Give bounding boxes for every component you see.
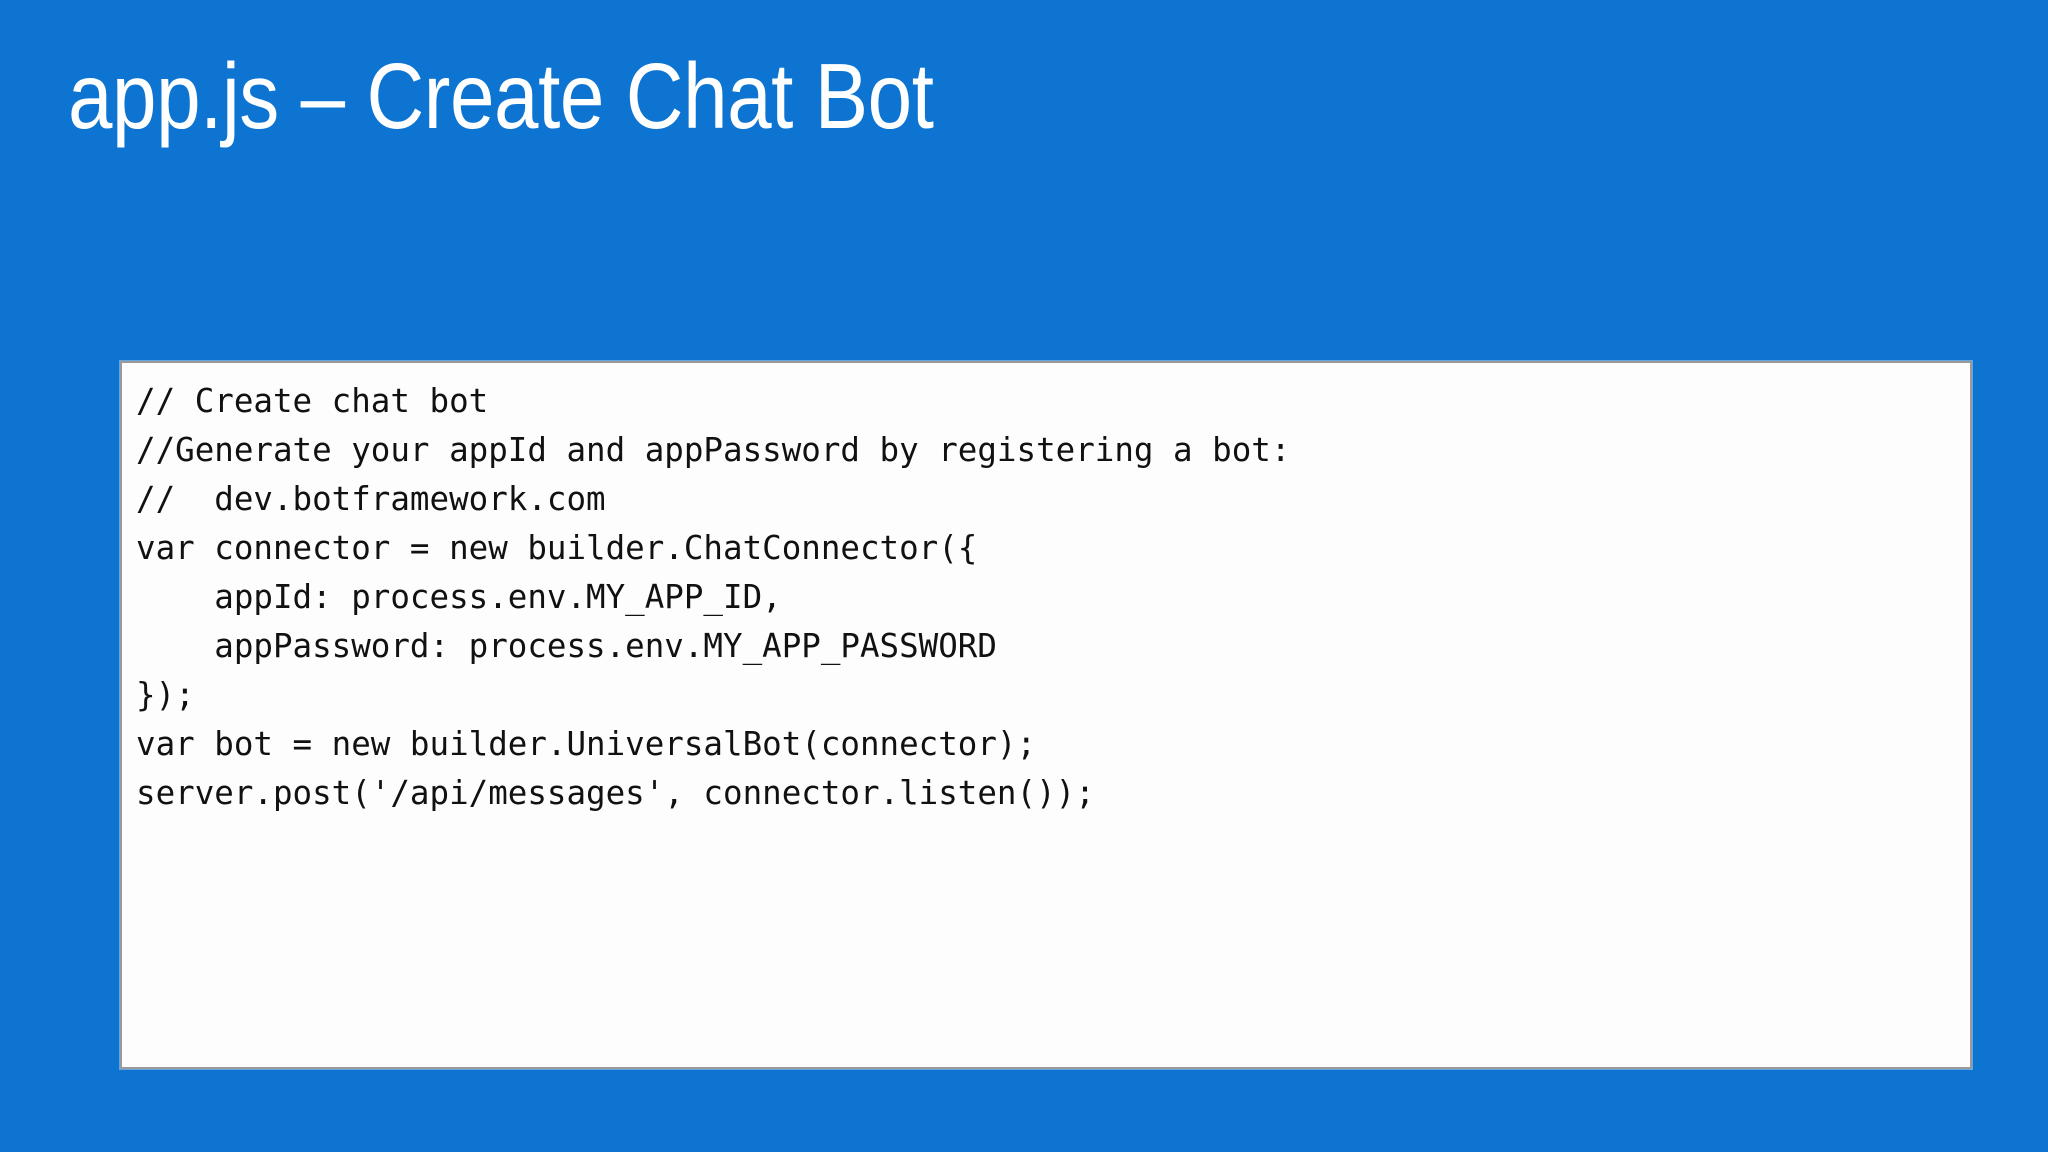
code-line: appId: process.env.MY_APP_ID, bbox=[136, 578, 782, 616]
code-line: }); bbox=[136, 676, 195, 714]
code-line: var bot = new builder.UniversalBot(conne… bbox=[136, 725, 1037, 763]
code-line: // dev.botframework.com bbox=[136, 480, 606, 518]
code-line: server.post('/api/messages', connector.l… bbox=[136, 774, 1095, 812]
code-content: // Create chat bot //Generate your appId… bbox=[136, 377, 1964, 1061]
code-line: // Create chat bot bbox=[136, 382, 489, 420]
code-line: var connector = new builder.ChatConnecto… bbox=[136, 529, 978, 567]
code-block: // Create chat bot //Generate your appId… bbox=[120, 361, 1972, 1069]
code-line: //Generate your appId and appPassword by… bbox=[136, 431, 1291, 469]
page-title: app.js – Create Chat Bot bbox=[68, 44, 934, 148]
code-line: appPassword: process.env.MY_APP_PASSWORD bbox=[136, 627, 997, 665]
